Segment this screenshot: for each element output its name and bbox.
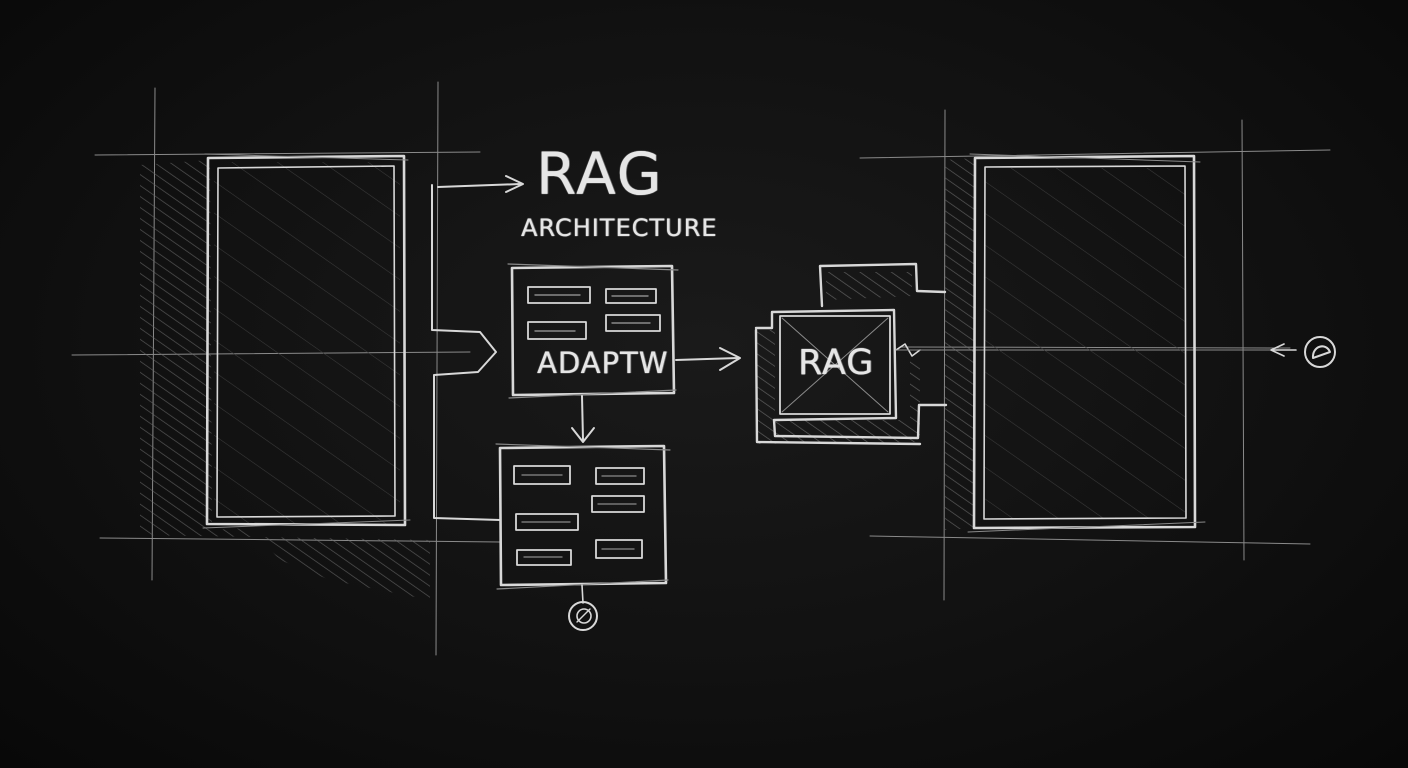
adapter-box — [507, 263, 679, 399]
right-panel — [945, 153, 1206, 533]
left-connectors — [431, 175, 524, 521]
diagram-subtitle: ARCHITECTURE — [521, 214, 718, 242]
adapter-down-arrow — [571, 395, 595, 443]
right-input-arrow — [1270, 343, 1297, 357]
adapter-box-label: ADAPTW — [537, 346, 669, 380]
diagram-title: RAG — [536, 140, 664, 208]
rag-box-label: RAG — [798, 343, 875, 383]
rag-box — [754, 262, 1281, 446]
lower-list-box — [495, 443, 671, 604]
adapter-to-rag-arrow — [675, 347, 741, 371]
left-panel — [140, 153, 430, 600]
bottom-node-icon — [568, 601, 598, 631]
right-node-icon — [1304, 336, 1336, 368]
